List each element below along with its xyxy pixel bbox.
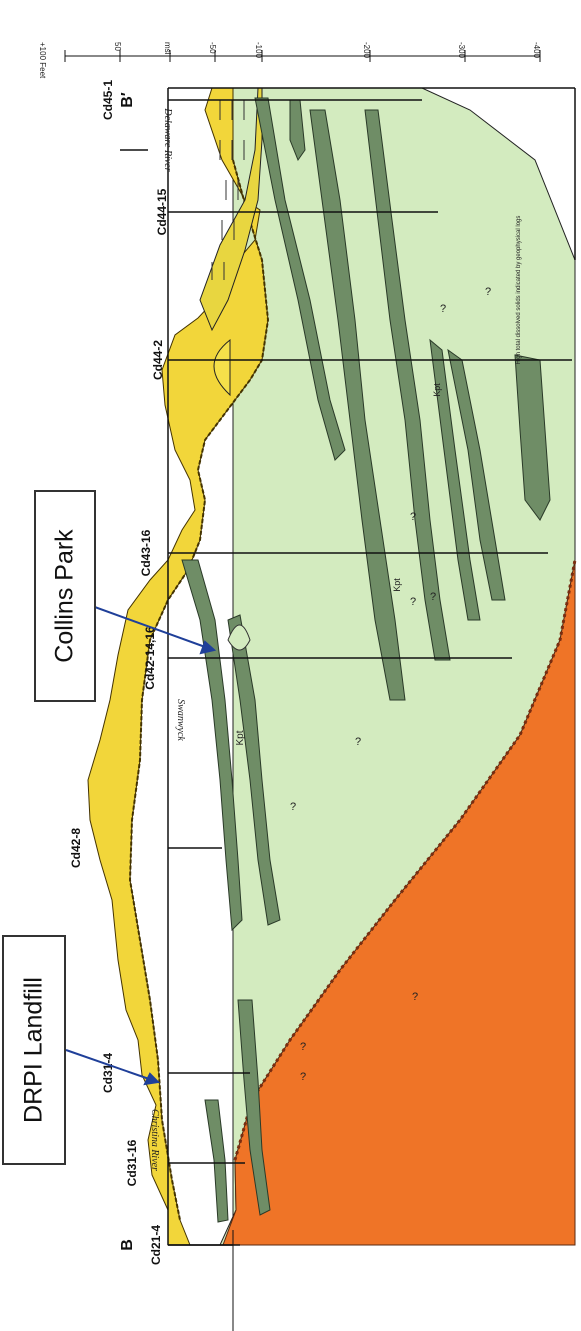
callout-collins-park: Collins Park	[34, 490, 96, 702]
river-label-delaware: Delaware River	[162, 107, 173, 171]
question-mark: ?	[290, 801, 296, 813]
elevation-scale	[65, 50, 540, 62]
well-label: Cd21-4	[149, 1225, 163, 1265]
question-mark: ?	[410, 511, 416, 523]
question-mark: ?	[430, 591, 436, 603]
river-label-christina: Christina River	[149, 1109, 160, 1171]
scale-tick-label: -400	[532, 42, 541, 59]
unit-label-kpt: Kpt	[235, 730, 246, 745]
question-mark: ?	[300, 1041, 306, 1053]
well-label: Cd45-1	[101, 80, 115, 120]
well-label: Cd42-8	[69, 828, 83, 868]
place-label-swanwyck: Swanwyck	[175, 699, 186, 741]
section-end-right: B′	[119, 92, 136, 108]
well-label: Cd44-15	[155, 188, 169, 235]
question-mark: ?	[412, 991, 418, 1003]
question-mark: ?	[440, 303, 446, 315]
unit-label-kpt-lower: Kpt	[432, 383, 442, 397]
section-end-left: B	[119, 1239, 136, 1251]
question-mark: ?	[485, 286, 491, 298]
callout-collins-label: Collins Park	[51, 529, 80, 662]
question-mark: ?	[300, 1071, 306, 1083]
well-label: Cd43-16	[139, 529, 153, 576]
scale-tick-label: +100 Feet	[38, 42, 47, 79]
question-mark: ?	[355, 736, 361, 748]
well-label: Cd31-4	[101, 1053, 115, 1093]
scale-tick-label: -100	[254, 42, 263, 59]
scale-tick-label: 50	[113, 42, 122, 51]
scale-tick-label: msl	[163, 42, 172, 55]
callout-drpi-landfill: DRPI Landfill	[2, 935, 66, 1165]
scale-tick-label: -200	[362, 42, 371, 59]
callout-drpi-label: DRPI Landfill	[20, 977, 49, 1123]
unit-label-kpt-sand: Kpt	[392, 578, 402, 592]
well-label: Cd31-16	[125, 1139, 139, 1186]
well-label: Cd42-14,16	[143, 626, 157, 690]
question-mark: ?	[410, 596, 416, 608]
tds-note: High total dissolved solids indicated by…	[516, 216, 522, 365]
well-label: Cd44-2	[151, 340, 165, 380]
scale-tick-label: -300	[457, 42, 466, 59]
scale-tick-label: -50	[208, 42, 217, 54]
